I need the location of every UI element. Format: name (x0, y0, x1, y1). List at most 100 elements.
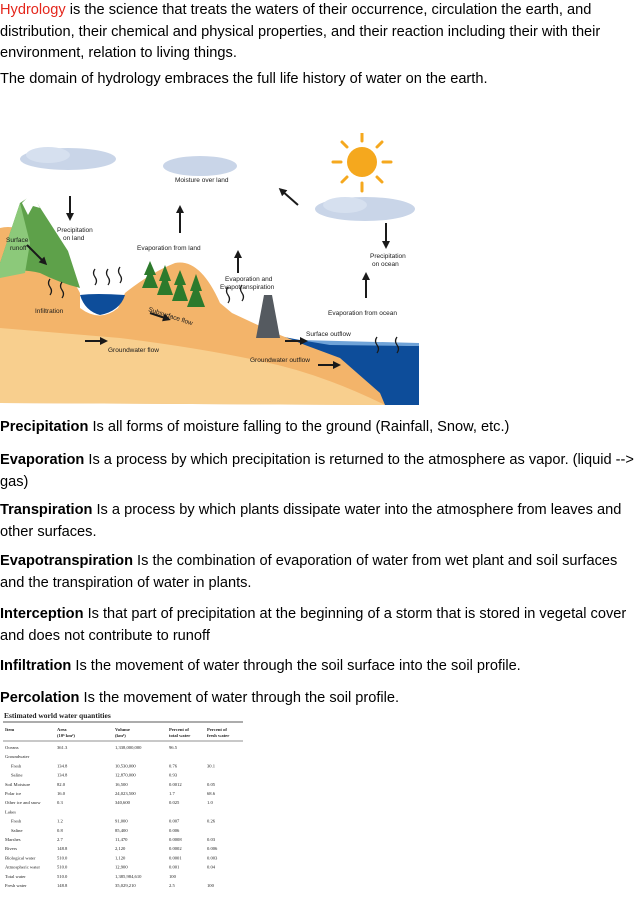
table-cell: Marshes (5, 837, 21, 842)
definition-term: Interception (0, 606, 84, 622)
label-precipitation-land-2: on land (63, 235, 85, 242)
table-cell: 2.7 (57, 837, 63, 842)
table-cell: 0.006 (169, 828, 180, 833)
table-cell: 1.0 (207, 800, 213, 805)
lake (80, 294, 125, 315)
subsurface-flow-arrow (149, 312, 171, 322)
domain-paragraph: The domain of hydrology embraces the ful… (0, 71, 488, 87)
label-groundwater-outflow: Groundwater outflow (250, 357, 310, 364)
definition-transpiration: Transpiration Is a process by which plan… (0, 502, 622, 540)
table-cell: 0.003 (207, 855, 218, 860)
intro-paragraph: Hydrology is the science that treats the… (0, 0, 636, 65)
label-surface-runoff-1: Surface (6, 237, 29, 244)
table-cell: 10,530,000 (115, 763, 136, 769)
sun-icon (331, 133, 393, 193)
definition-term: Infiltration (0, 658, 72, 674)
table-cell: Soil Moisture (5, 782, 30, 787)
table-cell: 0.0012 (169, 782, 182, 787)
table-cell: 0.0001 (169, 855, 182, 860)
table-cell: 1.7 (169, 791, 175, 796)
evaporation-wavy-lines (47, 266, 400, 354)
table-cell: 0.0002 (169, 846, 182, 851)
definition-precipitation: Precipitation Is all forms of moisture f… (0, 419, 510, 435)
hydrologic-cycle-diagram: Moisture over land Precipitation on land… (0, 133, 419, 405)
moisture-transfer-arrow (278, 188, 299, 206)
table-header-cell: (km³) (115, 733, 126, 738)
label-moisture-over-land: Moisture over land (175, 177, 229, 184)
table-row: Other ice and snow 0.3 340,600 0.025 1.0 (5, 800, 213, 806)
definition-term: Evaporation (0, 452, 85, 468)
hydrology-term[interactable]: Hydrology (0, 2, 66, 18)
label-precipitation-ocean-2: on ocean (372, 261, 399, 268)
table-title: Estimated world water quantities (4, 711, 111, 720)
table-cell: 510.0 (57, 855, 68, 860)
groundwater-zone (0, 328, 385, 405)
table-cell: 11,470 (115, 837, 128, 843)
definition-evapotranspiration: Evapotranspiration Is the combination of… (0, 553, 618, 591)
label-surface-runoff-2: runoff (10, 245, 27, 252)
table-cell: 2,120 (115, 846, 126, 852)
table-row: Total water 510.0 1,385,984,610 100 (5, 874, 177, 880)
definition-infiltration: Infiltration Is the movement of water th… (0, 658, 521, 674)
cloud-middle (163, 156, 237, 176)
table-cell: 12,870,000 (115, 773, 136, 779)
table-cell: Oceans (5, 745, 19, 750)
table-cell: 100 (169, 874, 177, 879)
table-cell: 1.2 (57, 819, 63, 824)
definition-evaporation: Evaporation Is a process by which precip… (0, 452, 634, 490)
table-cell: 0.03 (207, 837, 216, 842)
table-row: Biological water 510.0 1,120 0.0001 0.003 (5, 855, 218, 861)
label-precipitation-land-1: Precipitation (57, 227, 93, 234)
table-row: Groundwater (5, 754, 30, 759)
table-cell: Groundwater (5, 754, 30, 759)
table-cell: Other ice and snow (5, 800, 41, 805)
definition-interception: Interception Is that part of precipitati… (0, 606, 627, 644)
table-row: Lakes (5, 809, 16, 814)
table-cell: 1,385,984,610 (115, 874, 142, 880)
definition-term: Precipitation (0, 419, 89, 435)
table-header-cell: Volume (115, 727, 130, 732)
table-cell: 12,900 (115, 865, 128, 871)
table-cell: 134.8 (57, 763, 68, 768)
label-infiltration: Infiltration (35, 308, 64, 315)
table-cell: Biological water (5, 855, 36, 860)
table-cell: Fresh water (5, 883, 27, 888)
surface-runoff-arrow (26, 244, 48, 266)
table-cell: 510.0 (57, 865, 68, 870)
trees (142, 261, 205, 307)
label-evapotranspiration-2: Evapotranspiration (220, 284, 275, 291)
table-row: Rivers 148.8 2,120 0.0002 0.006 (5, 846, 218, 852)
definition-percolation: Percolation Is the movement of water thr… (0, 690, 400, 706)
table-cell: 0.76 (169, 763, 178, 768)
table-cell: 0.001 (169, 865, 180, 870)
intro-text: is the science that treats the waters of… (0, 2, 601, 62)
table-cell: Rivers (5, 846, 17, 851)
table-cell: 0.3 (57, 800, 63, 805)
label-groundwater-flow: Groundwater flow (108, 347, 159, 354)
table-header-cell: fresh water (207, 733, 229, 738)
table-cell: 96.5 (169, 745, 178, 750)
table-cell: 0.006 (207, 846, 218, 851)
table-cell: 340,600 (115, 800, 131, 806)
table-cell: Total water (5, 874, 26, 879)
definition-term: Transpiration (0, 502, 93, 518)
table-cell: 0.007 (169, 819, 180, 824)
table-cell: 148.8 (57, 846, 68, 851)
table-cell: 0.26 (207, 819, 216, 824)
table-cell: 1,120 (115, 855, 126, 861)
label-evapotranspiration-1: Evaporation and (225, 276, 273, 283)
table-cell: 134.8 (57, 773, 68, 778)
table-cell: 510.0 (57, 874, 68, 879)
table-header-cell: Area (57, 727, 67, 732)
table-cell: 100 (207, 883, 215, 888)
table-cell: 0.8 (57, 828, 63, 833)
table-cell: 0.025 (169, 800, 180, 805)
table-cell: 0.05 (207, 782, 216, 787)
table-header-cell: Percent of (169, 727, 189, 732)
table-cell: 91,000 (115, 819, 128, 825)
